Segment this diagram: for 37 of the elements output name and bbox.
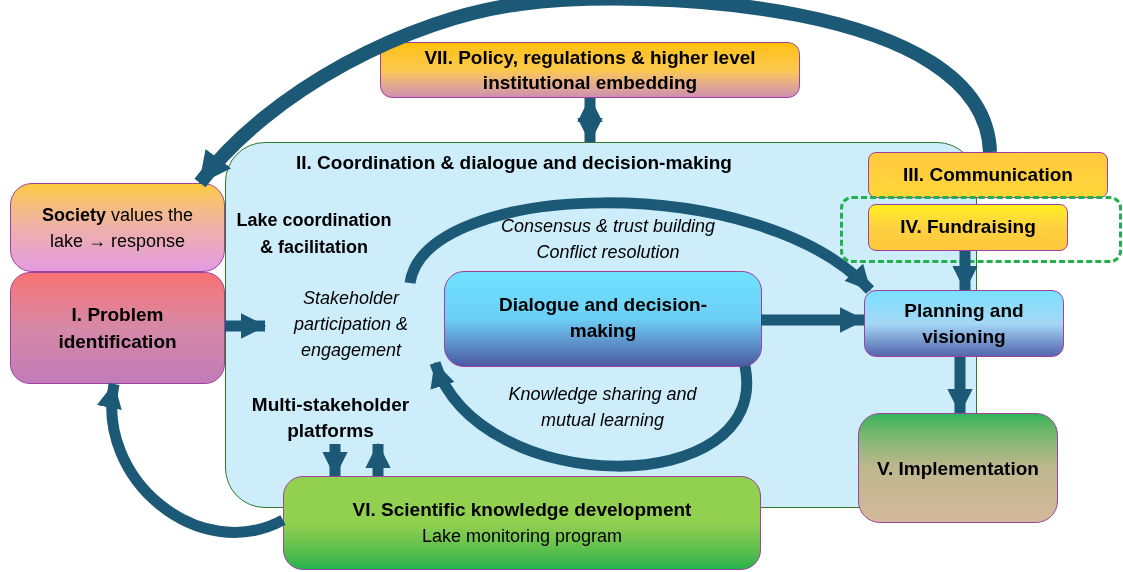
arrow bbox=[99, 382, 286, 538]
problem-box bbox=[10, 272, 225, 384]
node-title: VII. Policy, regulations & higher level institutional embedding bbox=[423, 46, 757, 95]
node-title: II. Coordination & dialogue and decision-making bbox=[296, 151, 732, 175]
arrow bbox=[365, 442, 391, 476]
node-title: I. Problem identification bbox=[57, 303, 178, 354]
node-title: VI. Scientific knowledge development bbox=[352, 498, 692, 522]
text-label: Conflict resolution bbox=[535, 241, 681, 264]
arrow bbox=[322, 444, 348, 478]
fundraising-box bbox=[868, 204, 1068, 251]
planning-box bbox=[864, 290, 1064, 357]
node-subtitle: Lake monitoring program bbox=[421, 525, 623, 548]
communication-box bbox=[868, 152, 1108, 198]
arrow bbox=[952, 251, 978, 292]
node-title: V. Implementation bbox=[876, 456, 1040, 481]
node-title: Society values the lake → response bbox=[40, 204, 195, 253]
arrow bbox=[194, 0, 997, 188]
arrow bbox=[430, 360, 751, 472]
node-text: Multi-stakeholder platforms bbox=[250, 393, 411, 443]
node-title: Dialogue and decision-making bbox=[498, 293, 708, 343]
society-box bbox=[10, 183, 225, 272]
text-label: Lake coordination & facilitation bbox=[235, 209, 393, 259]
arrow bbox=[577, 96, 603, 144]
node-title: IV. Fundraising bbox=[900, 215, 1036, 240]
arrow bbox=[761, 307, 866, 333]
arrow bbox=[225, 313, 267, 339]
node-title: III. Communication bbox=[903, 162, 1073, 187]
implementation-box bbox=[858, 413, 1058, 523]
science-box bbox=[283, 476, 761, 570]
node-title: Planning and visioning bbox=[903, 298, 1025, 349]
arrow bbox=[947, 357, 973, 415]
text-label: Knowledge sharing and mutual learning bbox=[507, 383, 698, 432]
node-text: Stakeholder participation & engagement bbox=[292, 287, 410, 362]
arrow bbox=[404, 197, 874, 295]
policy-box bbox=[380, 42, 800, 98]
dialogue-box bbox=[444, 271, 762, 367]
text-label: Consensus & trust building bbox=[499, 215, 717, 238]
